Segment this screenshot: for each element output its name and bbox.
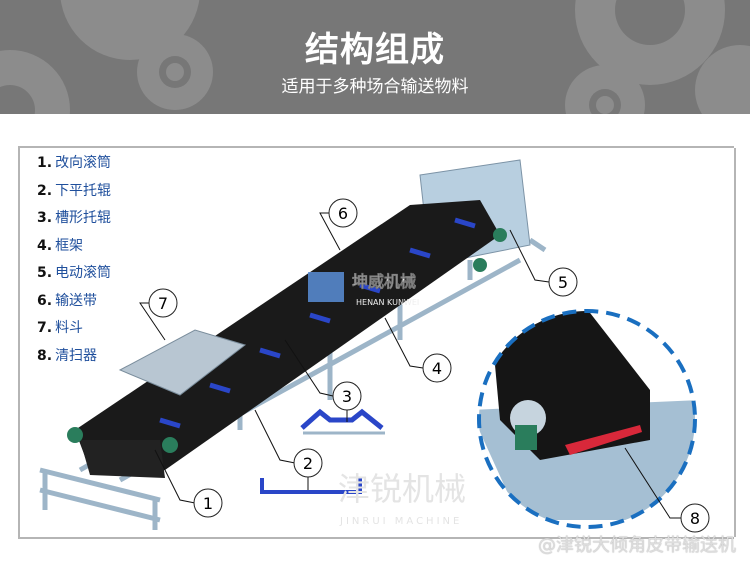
legend-item: 6.输送带 [37, 292, 98, 309]
bearing-blocks [67, 228, 507, 453]
page-subtitle: 适用于多种场合输送物料 [281, 77, 469, 97]
legend-item: 3.槽形托辊 [37, 210, 112, 226]
parts-legend: 1.改向滚筒 2.下平托辊 3.槽形托辊 4.框架 5.电动滚筒 6.输送带 7… [37, 152, 111, 372]
header-banner: 结构组成 适用于多种场合输送物料 [0, 0, 750, 114]
svg-text:JINRUI MACHINE: JINRUI MACHINE [339, 516, 462, 527]
troughing-idlers [159, 217, 476, 429]
legend-item: 1.改向滚筒 [37, 155, 112, 171]
gear-background-icon [0, 0, 750, 114]
callout-4: 4 [422, 353, 452, 383]
scraper-detail-zoom [477, 309, 697, 529]
callout-5: 5 [548, 267, 578, 297]
callout-2: 2 [293, 448, 323, 478]
credit-watermark: @津锐大倾角皮带输送机 [538, 535, 736, 556]
scraper [565, 425, 642, 455]
belt [75, 200, 500, 470]
svg-text:6: 6 [338, 204, 348, 223]
legend-item: 8.清扫器 [37, 347, 98, 364]
svg-text:5: 5 [558, 273, 568, 292]
svg-text:津锐机械: 津锐机械 [338, 470, 466, 508]
callouts: 1 2 3 4 5 6 7 8 [148, 198, 710, 533]
diagram-frame [18, 146, 736, 539]
svg-text:3: 3 [342, 387, 352, 406]
logo: 坤威机械 HENAN KUNWEI [308, 272, 419, 307]
svg-text:坤威机械: 坤威机械 [352, 272, 416, 291]
svg-text:1: 1 [203, 494, 213, 513]
troughing-idler-detail [300, 408, 384, 430]
return-idler-detail [260, 478, 362, 494]
page-title: 结构组成 [305, 30, 445, 70]
legend-item: 5.电动滚筒 [37, 265, 112, 281]
callout-8: 8 [680, 503, 710, 533]
tail-pulley [80, 440, 165, 478]
callout-6: 6 [328, 198, 358, 228]
svg-text:HENAN KUNWEI: HENAN KUNWEI [356, 298, 419, 307]
callout-7: 7 [148, 288, 178, 318]
legend-item: 7.料斗 [37, 320, 84, 336]
callout-3: 3 [332, 381, 362, 411]
hopper [118, 329, 247, 396]
svg-text:7: 7 [158, 294, 168, 313]
svg-text:8: 8 [690, 509, 700, 528]
svg-text:2: 2 [303, 454, 313, 473]
legend-item: 2.下平托辊 [37, 182, 112, 199]
legend-item: 4.框架 [37, 237, 84, 254]
svg-text:4: 4 [432, 359, 442, 378]
frame-structure [39, 237, 547, 530]
callout-1: 1 [193, 488, 223, 518]
watermark-logo: 津锐机械 JINRUI MACHINE [338, 470, 466, 527]
